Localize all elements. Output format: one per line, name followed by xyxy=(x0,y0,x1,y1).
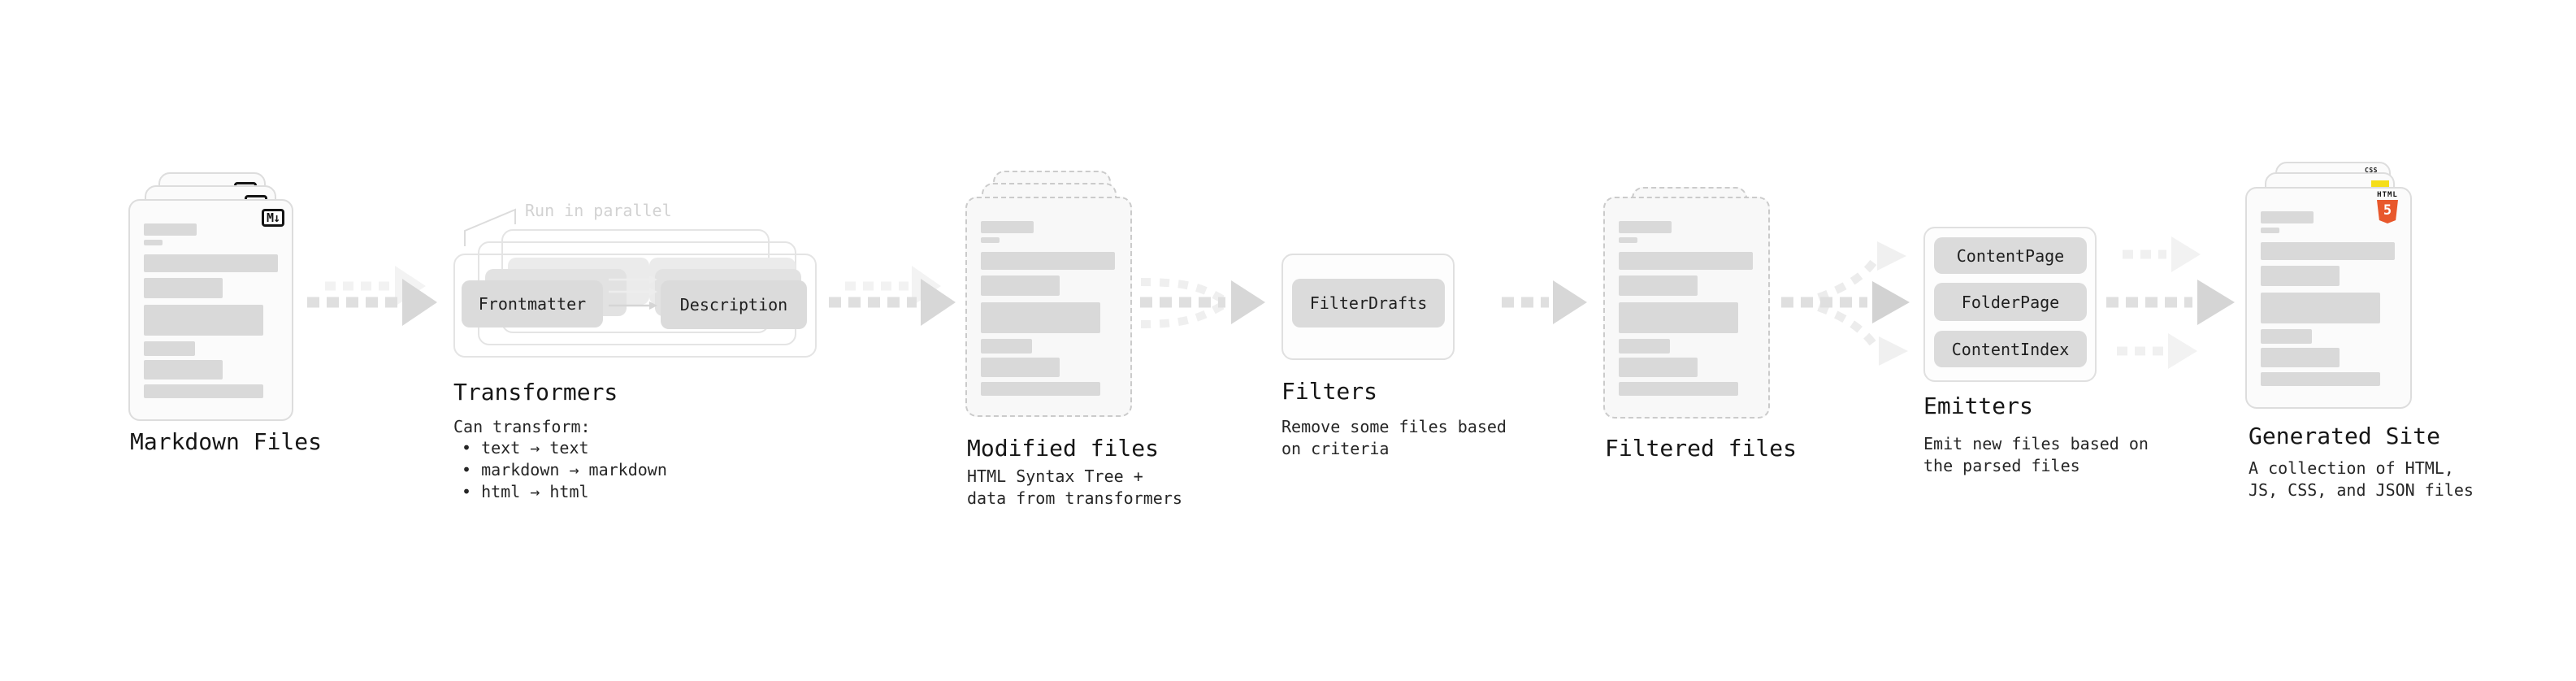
document-skeleton-lines xyxy=(1619,221,1753,396)
emitters-desc-line: the parsed files xyxy=(1923,456,2080,475)
stage-title-transformers: Transformers xyxy=(453,379,618,406)
skeleton-bar xyxy=(981,358,1060,377)
stage-filtered-files: Filtered files xyxy=(1603,187,1806,471)
generated-desc-line: A collection of HTML, xyxy=(2249,458,2454,478)
skeleton-bar xyxy=(1619,237,1637,243)
filters-desc-line: Remove some files based xyxy=(1281,417,1507,436)
emitter-pill-contentpage: ContentPage xyxy=(1934,237,2087,274)
stage-filters: FilterDrafts Filters Remove some files b… xyxy=(1281,254,1507,465)
stage-emitters: ContentPage FolderPage ContentIndex Emit… xyxy=(1923,227,2149,479)
javascript-icon xyxy=(2371,180,2389,189)
skeleton-bar xyxy=(981,237,1000,243)
skeleton-bar xyxy=(981,339,1032,354)
stage-modified-files: Modified files HTML Syntax Tree + data f… xyxy=(965,159,1182,517)
stage-title-markdown-files: Markdown Files xyxy=(130,428,323,455)
stage-title-generated-site: Generated Site xyxy=(2249,423,2441,449)
skeleton-bar xyxy=(144,278,223,298)
transformers-bullet: • html → html xyxy=(462,482,589,501)
skeleton-bar xyxy=(981,252,1115,270)
skeleton-bar xyxy=(981,275,1060,296)
skeleton-bar xyxy=(144,240,163,245)
modified-file-card-front xyxy=(965,197,1132,417)
stage-title-emitters: Emitters xyxy=(1923,393,2033,419)
emitter-pill-folderpage: FolderPage xyxy=(1934,283,2087,321)
transformers-bullet: • text → text xyxy=(462,438,589,458)
run-in-parallel-leader-line xyxy=(464,208,516,246)
transformer-box-front xyxy=(453,254,817,358)
skeleton-bar xyxy=(2261,293,2380,323)
stage-generated-site: CSS HTML 5 Generated Site A collection o… xyxy=(2245,162,2474,519)
markdown-icon: M↓ xyxy=(261,209,284,227)
skeleton-bar xyxy=(144,223,197,236)
skeleton-bar xyxy=(144,384,263,398)
arrow-modified-to-filters xyxy=(1140,278,1265,328)
filters-desc-line: on criteria xyxy=(1281,439,1390,458)
skeleton-bar xyxy=(1619,358,1698,377)
skeleton-bar xyxy=(981,221,1034,233)
stage-title-filtered-files: Filtered files xyxy=(1605,435,1798,462)
document-skeleton-lines xyxy=(144,223,278,398)
emitter-pill-contentindex: ContentIndex xyxy=(1934,331,2087,367)
filter-pill-filterdrafts: FilterDrafts xyxy=(1292,279,1445,327)
stage-transformers: Run in parallel Frontmatter Description … xyxy=(453,201,843,501)
transformer-pill-frontmatter: Frontmatter xyxy=(462,280,603,327)
html5-icon: HTML 5 xyxy=(2373,191,2402,223)
emitters-desc-line: Emit new files based on xyxy=(1923,434,2149,453)
arrow-markdown-to-transformers xyxy=(307,266,437,326)
arrow-filters-to-filtered xyxy=(1502,280,1587,324)
skeleton-bar xyxy=(2261,242,2395,260)
document-skeleton-lines xyxy=(981,221,1115,396)
skeleton-bar xyxy=(1619,382,1738,396)
skeleton-bar xyxy=(1619,302,1738,333)
transformers-desc-title: Can transform: xyxy=(453,417,591,436)
skeleton-bar xyxy=(981,302,1100,333)
skeleton-bar xyxy=(2261,372,2380,386)
filtered-file-card-front xyxy=(1603,197,1770,419)
skeleton-bar xyxy=(2261,211,2314,223)
stage-markdown-files: M↓ M↓ M↓ Markdown Files xyxy=(127,162,330,471)
transformers-bullet: • markdown → markdown xyxy=(462,460,667,479)
transformer-pill-description: Description xyxy=(661,280,807,329)
run-in-parallel-note: Run in parallel xyxy=(525,201,672,220)
skeleton-bar xyxy=(2261,329,2312,344)
skeleton-bar xyxy=(1619,339,1670,354)
arrow-transformers-to-modified xyxy=(829,266,956,326)
arrow-filtered-to-emitters xyxy=(1781,241,1910,366)
skeleton-bar xyxy=(1619,275,1698,296)
modified-desc-line: data from transformers xyxy=(967,488,1182,508)
skeleton-bar xyxy=(144,341,195,356)
skeleton-bar xyxy=(144,254,278,272)
skeleton-bar xyxy=(1619,252,1753,270)
skeleton-bar xyxy=(2261,266,2340,286)
stage-title-filters: Filters xyxy=(1281,378,1378,405)
generated-html-card: HTML 5 xyxy=(2245,187,2412,409)
markdown-file-card-front: M↓ xyxy=(128,199,293,421)
skeleton-bar xyxy=(1619,221,1672,233)
pill-flow-arrows xyxy=(609,275,657,310)
skeleton-bar xyxy=(981,382,1100,396)
skeleton-bar xyxy=(144,305,263,336)
modified-desc-line: HTML Syntax Tree + xyxy=(967,466,1143,486)
skeleton-bar xyxy=(2261,228,2279,233)
skeleton-bar xyxy=(2261,348,2340,367)
document-skeleton-lines xyxy=(2261,211,2395,386)
skeleton-bar xyxy=(144,360,223,380)
stage-title-modified-files: Modified files xyxy=(967,435,1160,462)
generated-desc-line: JS, CSS, and JSON files xyxy=(2249,480,2474,500)
arrow-emitters-to-generated xyxy=(2106,236,2235,369)
